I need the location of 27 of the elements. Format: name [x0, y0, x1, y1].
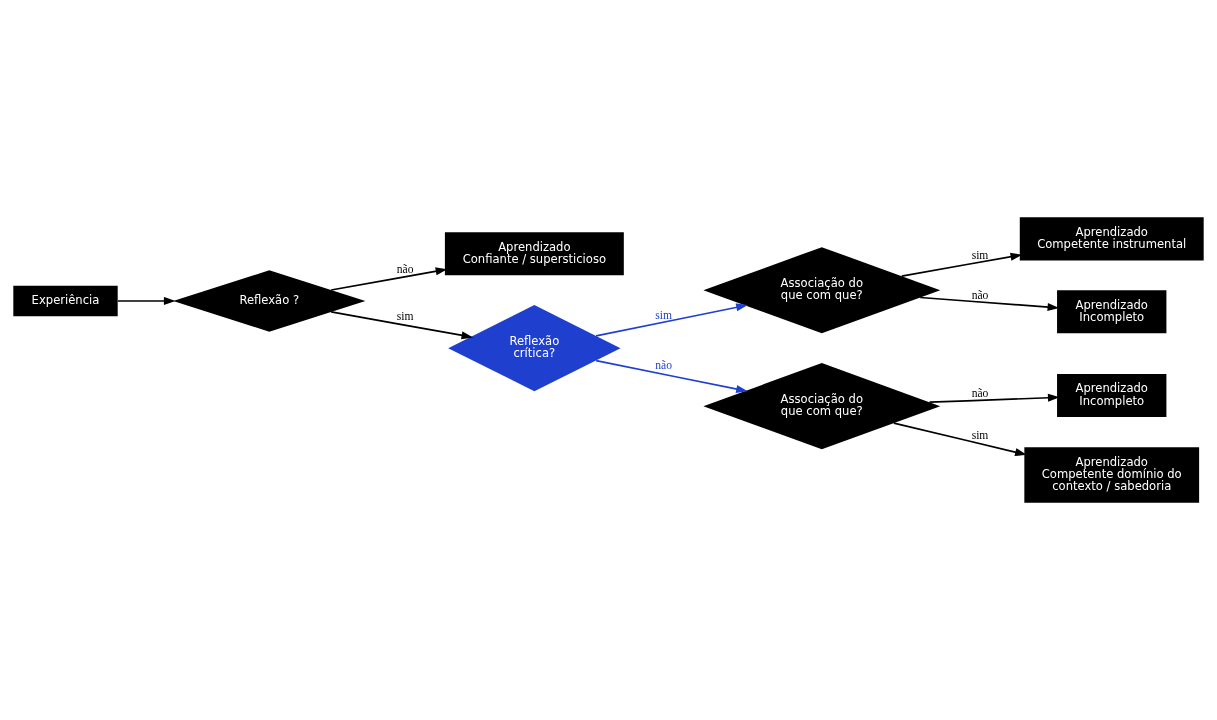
arrow	[919, 296, 1060, 312]
node-diamond: Reflexão ?	[173, 270, 366, 332]
node-diamond: Associação do que com que?	[703, 247, 941, 334]
arrow	[928, 393, 1060, 403]
edge-label: sim	[396, 310, 414, 324]
edge-label: sim	[971, 428, 989, 442]
edge-label: sim	[655, 308, 672, 322]
node-box: Aprendizado Confiante / supersticioso	[444, 232, 624, 276]
node-diamond: Reflexão crítica?	[448, 305, 621, 392]
node-box: Aprendizado Competente domínio do contexto / sabedoria	[1024, 447, 1200, 503]
node-diamond: Associação do que com que?	[703, 363, 941, 450]
arrow	[595, 359, 748, 393]
arrow	[330, 267, 448, 291]
node-box: Aprendizado Incompleto	[1057, 290, 1167, 334]
arrow	[330, 311, 474, 340]
node-box: Aprendizado Incompleto	[1057, 373, 1167, 417]
arrow	[117, 296, 176, 306]
arrow	[900, 252, 1023, 277]
edge-label: não	[655, 359, 672, 373]
edge-label: não	[971, 288, 989, 302]
edge-label: não	[396, 262, 414, 276]
node-box: Aprendizado Competente instrumental	[1019, 217, 1204, 261]
arrow	[893, 422, 1027, 457]
arrow	[595, 303, 748, 337]
node-box: Experiência	[13, 285, 118, 317]
edge-label: não	[971, 387, 989, 401]
edge-label: sim	[971, 248, 989, 262]
